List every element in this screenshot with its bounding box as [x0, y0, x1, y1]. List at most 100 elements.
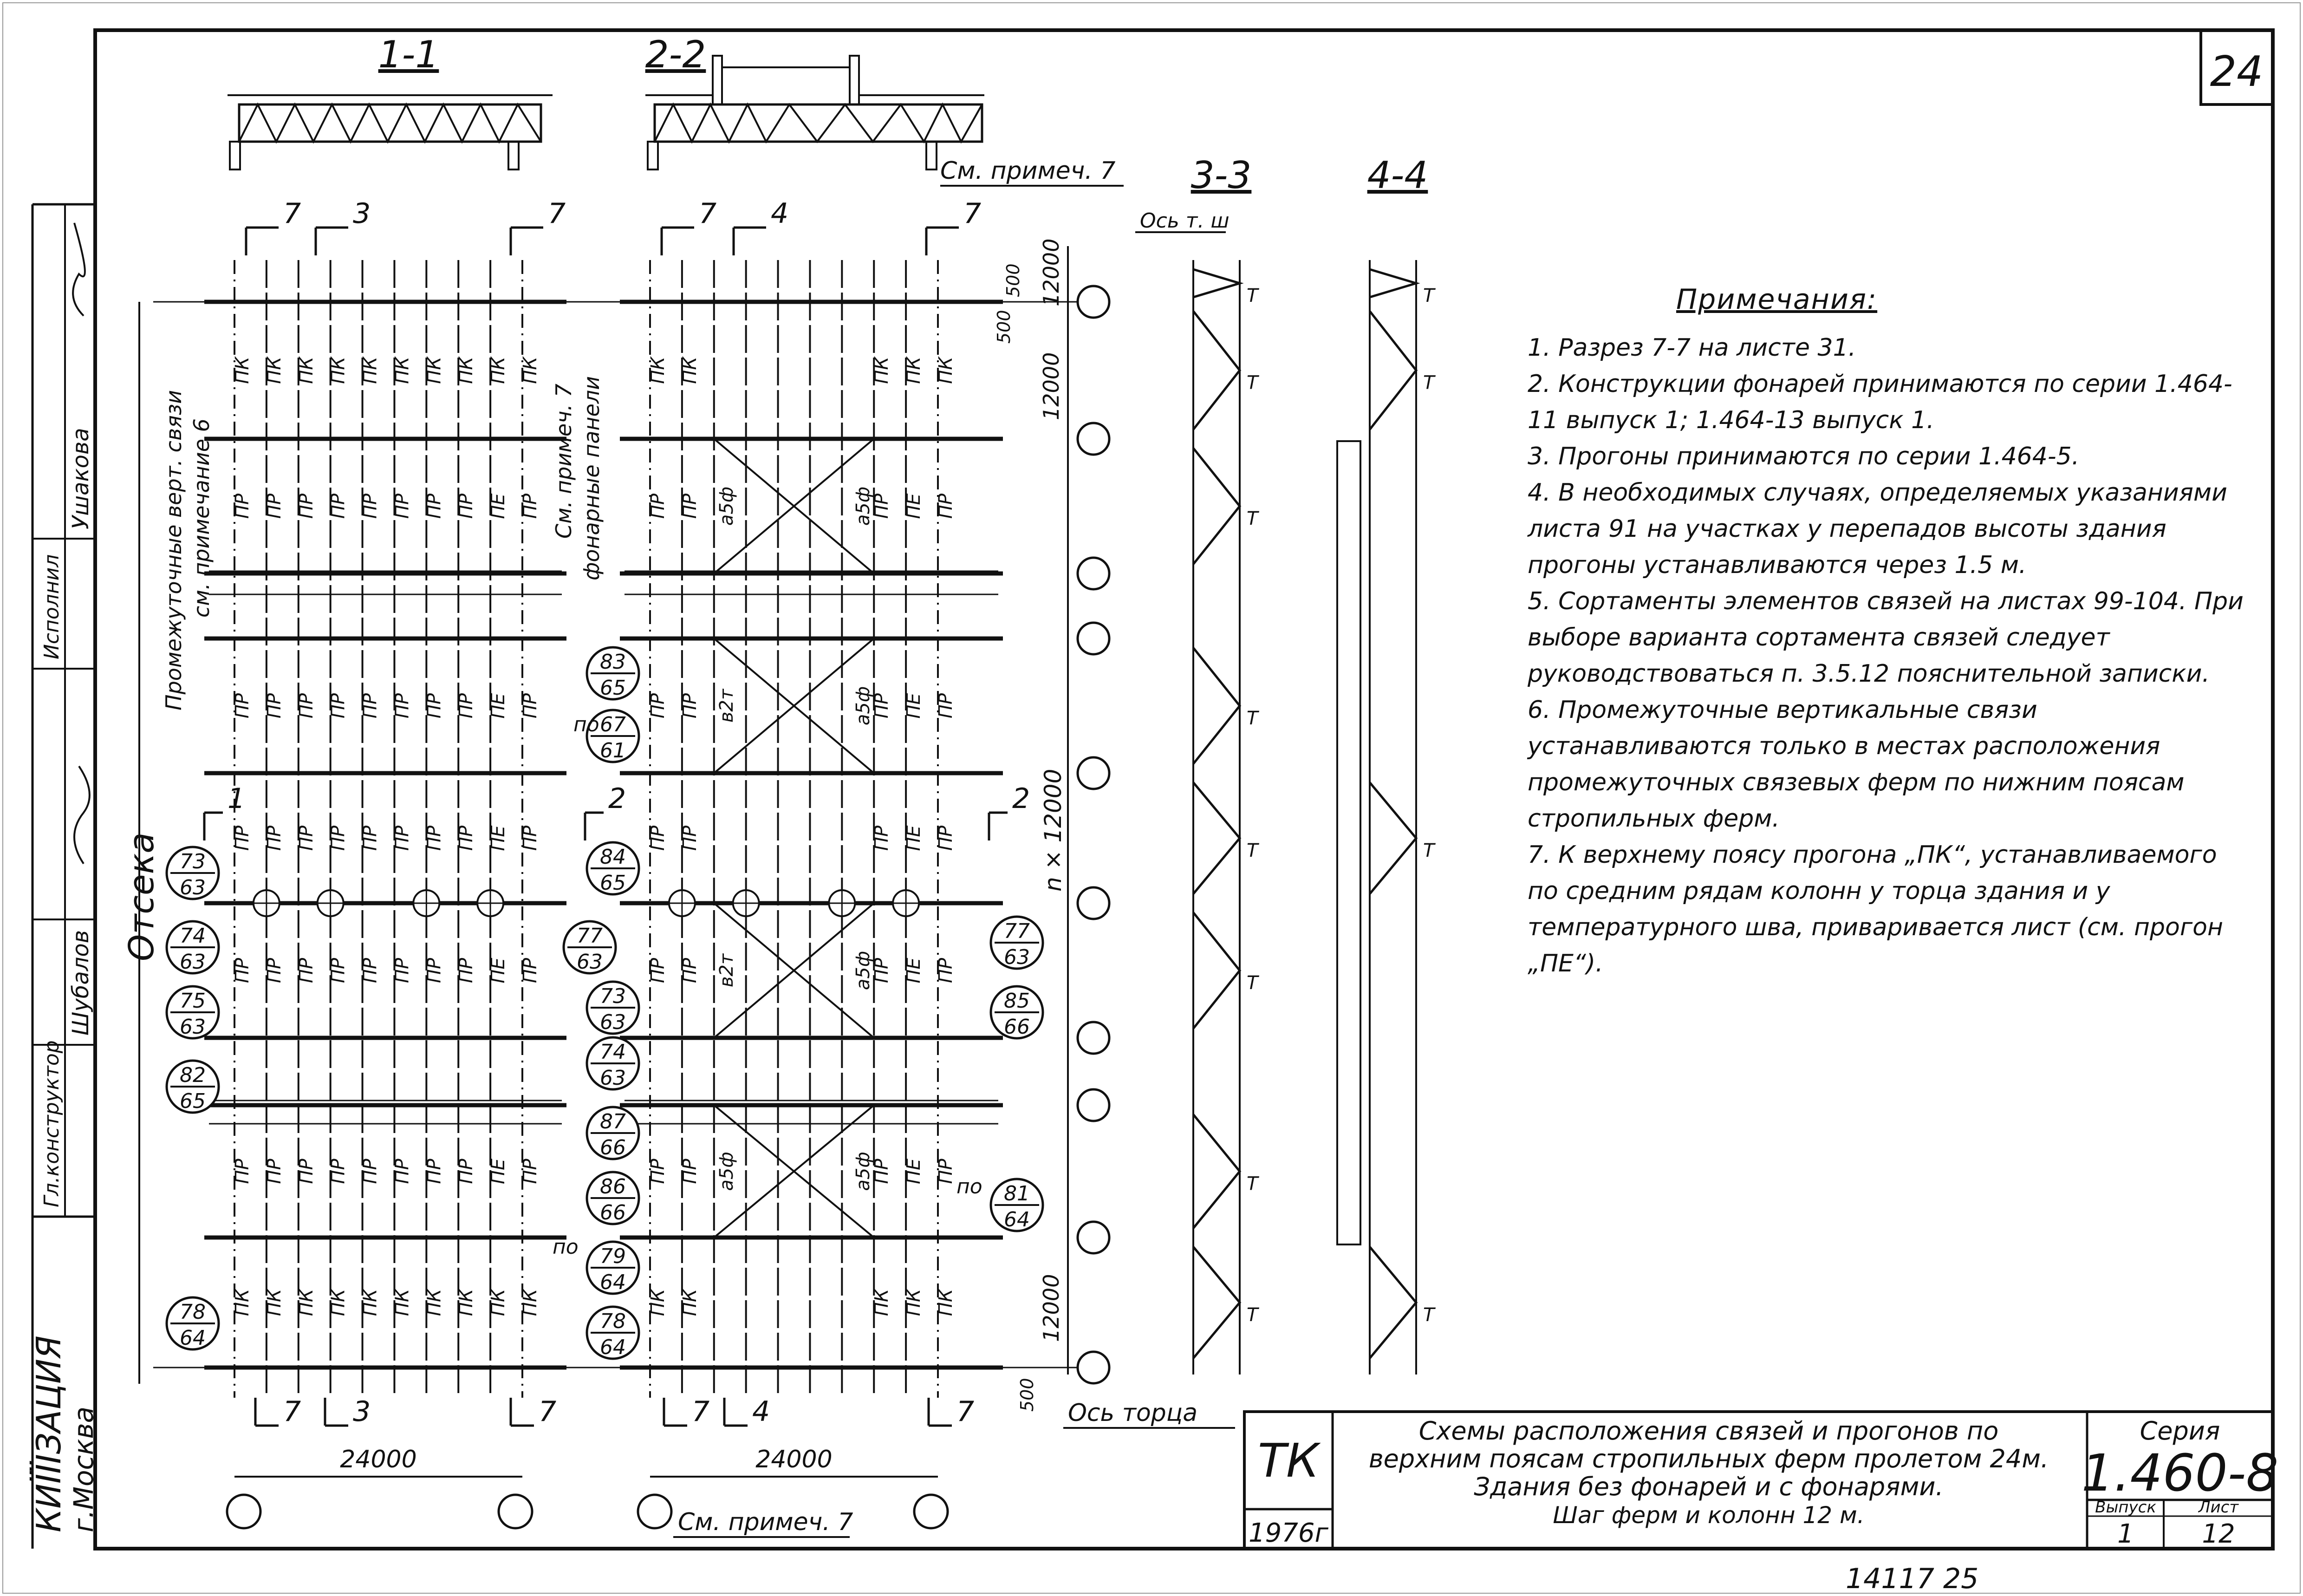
purlin-label: ПК — [488, 1288, 509, 1316]
purlin-label: ПР — [455, 493, 477, 519]
dim-12000: 12000 — [1039, 239, 1064, 306]
cut-label: 7 — [956, 1395, 974, 1428]
purlin-label: ПР — [360, 693, 381, 718]
cut-label: 1 — [228, 782, 245, 815]
span-dimension: 24000 — [755, 1446, 832, 1473]
purlin-label: ПР — [296, 693, 317, 718]
node-bubble-top: 85 — [1004, 989, 1030, 1013]
purlin-label: ПР — [455, 825, 477, 851]
section-T: Т — [1247, 285, 1260, 306]
purlin-label: ПР — [232, 1159, 253, 1184]
section-T: Т — [1247, 372, 1260, 394]
purlin-label: ПЕ — [903, 1158, 924, 1184]
section-brace — [1192, 782, 1242, 895]
purlin-label: ПР — [423, 493, 445, 519]
axis-circle — [226, 1493, 262, 1530]
purlin-label: ПЕ — [488, 693, 509, 719]
node-bubble-bottom: 66 — [1004, 1015, 1030, 1039]
purlin-label: ПЕ — [903, 493, 924, 519]
purlin-label: ПР — [520, 493, 541, 519]
brace-line — [713, 638, 875, 774]
axis-circle — [1076, 1220, 1111, 1255]
purlin-label: ПК — [360, 1288, 381, 1316]
series-code: 1.460-8 — [2082, 1443, 2279, 1503]
purlin-label: ПК — [679, 356, 701, 384]
purlin-label: ПК — [391, 356, 413, 384]
purlin-label: ПР — [264, 958, 285, 983]
section-brace — [1192, 310, 1242, 430]
section-brace — [1369, 782, 1418, 895]
purlin-label: ПР — [391, 825, 413, 851]
section-T: Т — [1247, 708, 1260, 729]
purlin-label: ПК — [679, 1288, 701, 1316]
drawing-frame — [93, 28, 2275, 1550]
node-bubble-bottom: 65 — [180, 1089, 206, 1113]
node-bubble-bottom: 64 — [180, 1326, 206, 1350]
node-bubble-bottom: 65 — [600, 676, 626, 700]
lantern-wall — [1336, 440, 1361, 1245]
node-bubble-top: 78 — [600, 1309, 626, 1333]
section-brace — [1369, 268, 1420, 299]
node-bubble-top: 84 — [600, 845, 626, 869]
sheet-number-tb: 12 — [2202, 1519, 2235, 1549]
purlin-label: ПР — [360, 958, 381, 983]
brace-label: в2т — [716, 688, 737, 723]
lantern-panels-label: фонарные панели — [579, 376, 604, 580]
purlin-label: ПК — [264, 356, 285, 384]
purlin-label: ПК — [520, 1288, 541, 1316]
purlin-label: ПР — [871, 1159, 892, 1184]
role-chief: Гл.конструктор — [40, 1040, 64, 1207]
purlin-label: ПР — [232, 493, 253, 519]
purlin-label: ПР — [679, 493, 701, 519]
purlin-label: ПК — [232, 1288, 253, 1316]
cut-label: 7 — [699, 197, 716, 230]
purlin-label: ПР — [264, 1159, 285, 1184]
purlin-label: ПР — [391, 693, 413, 718]
po-label: по — [956, 1175, 982, 1199]
axis-circle — [1076, 621, 1111, 656]
purlin-label: ПР — [423, 958, 445, 983]
purlin-label: ПР — [871, 958, 892, 983]
purlin-label: ПР — [423, 693, 445, 718]
purlin-label: ПР — [935, 693, 956, 718]
title-code: ТК — [1258, 1433, 1321, 1488]
section-T: Т — [1247, 1173, 1260, 1195]
intermediate-braces-label: Промежуточные верт. связи — [161, 390, 186, 710]
purlin-label: ПР — [679, 825, 701, 851]
axis-ts-label: Ось т. ш — [1140, 209, 1230, 233]
section-brace — [1193, 268, 1244, 299]
compartment-label: Отсека — [122, 832, 162, 961]
purlin-label: ПР — [455, 693, 477, 718]
po-label: по — [573, 713, 599, 736]
row-axes — [226, 285, 1111, 1530]
brace-line — [713, 1104, 875, 1238]
brace-line — [713, 902, 875, 1039]
purlin-label: ПР — [328, 493, 349, 519]
purlin-label: ПК — [935, 1288, 956, 1316]
notes-title: Примечания: — [1676, 283, 1878, 316]
series-label: Серия — [2140, 1416, 2220, 1446]
axis-circle — [1076, 886, 1111, 920]
node-bubble-bottom: 64 — [600, 1270, 626, 1294]
section-T: Т — [1247, 1304, 1260, 1326]
node-bubble-bottom: 66 — [600, 1136, 626, 1160]
dim-12000: 12000 — [1039, 352, 1064, 420]
axis-circle — [1076, 556, 1111, 591]
node-bubble-top: 75 — [180, 989, 206, 1013]
see-note7-top: См. примеч. 7 — [940, 157, 1115, 185]
node-bubble-top: 79 — [600, 1244, 626, 1268]
cut-label: 7 — [963, 197, 981, 230]
purlin-label: ПР — [360, 825, 381, 851]
section-T: Т — [1247, 840, 1260, 861]
purlin-label: ПР — [423, 825, 445, 851]
section-brace — [1369, 310, 1418, 430]
purlin-label: ПР — [647, 493, 669, 519]
see-note7-label: См. примеч. 7 — [551, 384, 576, 539]
purlin-label: ПЕ — [488, 493, 509, 519]
section-T: Т — [1423, 840, 1436, 861]
section-brace — [1369, 1246, 1418, 1359]
